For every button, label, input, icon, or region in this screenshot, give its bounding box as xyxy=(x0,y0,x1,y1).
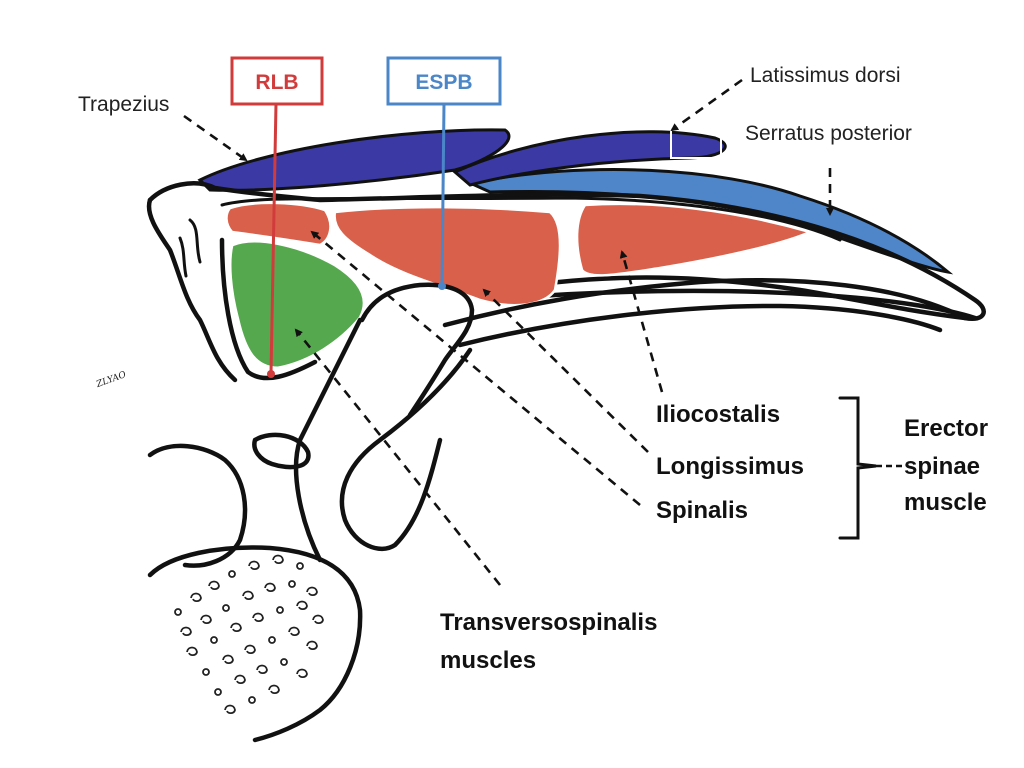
latissimus-label: Latissimus dorsi xyxy=(750,64,901,87)
bone-trabecula xyxy=(174,608,182,616)
trapezius-leader xyxy=(183,114,248,162)
espb-needle-tip xyxy=(438,282,446,290)
rib xyxy=(442,278,968,328)
trapezius-label: Trapezius xyxy=(78,93,169,116)
bone-trabecula xyxy=(268,684,280,695)
bone-trabecula xyxy=(248,696,256,704)
bone-trabecula xyxy=(268,636,276,644)
vertebral-foramen xyxy=(252,432,311,470)
espb-label-box: ESPB xyxy=(386,56,502,106)
bone-trabecula xyxy=(312,614,324,625)
transversospinalis-muscle xyxy=(228,239,366,370)
transverse-process xyxy=(359,282,475,418)
rib-inner xyxy=(457,303,943,348)
bone-trabecula xyxy=(296,668,308,679)
bone-trabecula xyxy=(234,674,246,685)
transversospinalis-label-line-1: Transversospinalis xyxy=(440,609,657,636)
back-contour xyxy=(147,181,986,322)
bone-trabecula xyxy=(248,560,260,571)
rlb-label-box: RLB xyxy=(230,56,324,106)
bone-trabecula xyxy=(252,612,264,623)
espb-label: ESPB xyxy=(415,71,472,94)
bone-trabecula xyxy=(180,626,192,637)
bone-trabecula xyxy=(280,658,288,666)
transversospinalis-outline xyxy=(219,237,318,381)
rib-neck xyxy=(339,347,473,552)
bone-trabecula xyxy=(214,688,222,696)
cancellous-bone-pattern xyxy=(174,554,324,715)
bone-trabecula xyxy=(306,640,318,651)
bone-trabecula xyxy=(208,580,220,591)
longissimus-label: Longissimus xyxy=(656,453,804,480)
spinalis-label: Spinalis xyxy=(656,497,748,524)
spinous-detail xyxy=(178,218,202,278)
bone-trabecula xyxy=(306,586,318,597)
bone-trabecula xyxy=(244,644,256,655)
erector-label-line-3: muscle xyxy=(904,489,987,516)
latissimus-tip-highlight xyxy=(670,129,722,159)
erector-label-line-2: spinae xyxy=(904,453,980,480)
erector-brace xyxy=(838,396,877,540)
bone-trabecula xyxy=(186,646,198,657)
bone-trabecula xyxy=(210,636,218,644)
espb-needle xyxy=(440,102,446,287)
spinalis-leader xyxy=(310,230,641,506)
iliocostalis-label: Iliocostalis xyxy=(656,401,780,428)
erector-label-line-1: Erector xyxy=(904,415,988,442)
transversospinalis-leader xyxy=(294,328,502,586)
longissimus-muscle xyxy=(333,205,562,307)
bone-trabecula xyxy=(228,570,236,578)
rlb-needle xyxy=(269,102,278,375)
spinalis-muscle xyxy=(225,201,332,247)
iliocostalis-muscle xyxy=(575,202,814,277)
rlb-needle-tip xyxy=(267,370,275,378)
bone-trabecula xyxy=(222,654,234,665)
bone-trabecula xyxy=(276,606,284,614)
bone-trabecula xyxy=(200,614,212,625)
rlb-label: RLB xyxy=(255,71,298,94)
trapezius-muscle xyxy=(197,128,511,192)
transversospinalis-label-line-2: muscles xyxy=(440,647,536,674)
longissimus-leader xyxy=(482,288,649,453)
bone-trabecula xyxy=(222,604,230,612)
bone-trabecula xyxy=(288,626,300,637)
bone-trabecula xyxy=(296,600,308,611)
bone-trabecula xyxy=(296,562,304,570)
bone-trabecula xyxy=(230,622,242,633)
spinal-canal xyxy=(147,443,248,568)
bone-trabecula xyxy=(264,582,276,593)
bone-trabecula xyxy=(202,668,210,676)
bone-trabecula xyxy=(272,554,284,565)
bone-trabecula xyxy=(224,704,236,715)
artist-signature: ZLYAO xyxy=(94,370,128,390)
serratus-label: Serratus posterior xyxy=(745,122,912,145)
bone-trabecula xyxy=(288,580,296,588)
bone-trabecula xyxy=(242,590,254,601)
lamina-outline xyxy=(146,197,238,383)
erector-fascia-outline xyxy=(220,196,842,242)
rib-outer-contour xyxy=(482,288,978,321)
latissimus-dorsi-muscle xyxy=(452,130,727,187)
vertebral-body xyxy=(147,545,363,743)
bone-trabecula xyxy=(190,592,202,603)
iliocostalis-leader xyxy=(619,250,664,393)
latissimus-leader xyxy=(670,78,743,132)
bone-trabecula xyxy=(256,664,268,675)
